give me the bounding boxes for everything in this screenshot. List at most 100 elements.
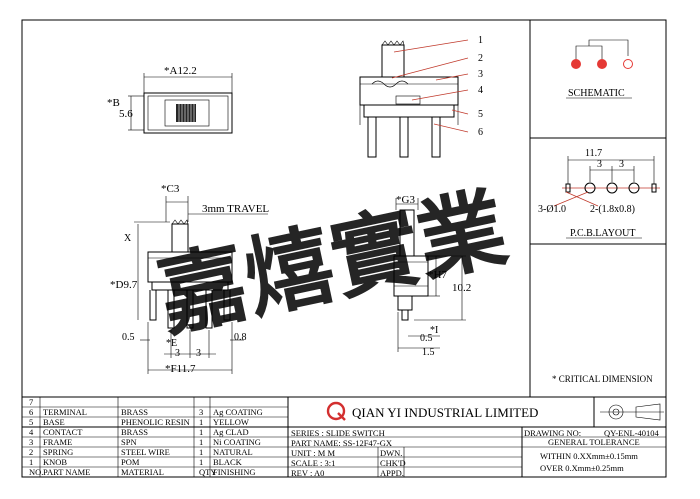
bom-cell-part: BASE — [43, 417, 65, 427]
front-view: *C3 3mm TRAVEL X *D9.7 0.5 0.8 *E 3 3 *F… — [110, 183, 269, 375]
appd-field: APPD. — [380, 468, 404, 478]
bom-cell-finishing: Ni COATING — [213, 437, 261, 447]
part-callout-1: 1 — [478, 35, 483, 46]
top-view: *A12.2 *B 5.6 — [107, 65, 233, 134]
company-logo — [326, 401, 346, 421]
bom-cell-material: PHENOLIC RESIN — [121, 417, 190, 427]
title-block — [22, 396, 666, 477]
dim-b-value: 5.6 — [119, 108, 133, 120]
company-name: QIAN YI INDUSTRIAL LIMITED — [352, 405, 538, 420]
pcb-slot-right — [651, 183, 657, 193]
schematic: SCHEMATIC — [566, 39, 633, 99]
dim-c-label: *C3 — [161, 183, 180, 195]
bom-cell-material: BRASS — [121, 407, 148, 417]
dim-left-05: 0.5 — [122, 332, 135, 343]
pcb-hole-3 — [628, 182, 640, 194]
outer-frame — [21, 19, 667, 478]
dwn-field: DWN. — [380, 448, 403, 458]
scale-field: SCALE : 3:1 — [291, 458, 336, 468]
bom-cell-no: 3 — [29, 437, 34, 447]
bom-cell-qty: 1 — [199, 427, 204, 437]
dim-h-label: *H7 — [428, 269, 447, 281]
dim-right-08: 0.8 — [234, 332, 247, 343]
pcb-title: P.C.B.LAYOUT — [570, 228, 635, 239]
part-name-field: PART NAME: SS-12F47-GX — [291, 438, 393, 448]
pcb-pitch-left: 3 — [597, 159, 602, 170]
drawing-no-label: DRAWING NO: — [524, 428, 582, 438]
bom-cell-no: 5 — [29, 417, 34, 427]
bom-header-material: MATERIAL — [121, 467, 164, 477]
pcb-layout: 11.7 3 3 3-Ø1.0 2-(1.8x0.8) P.C.B.LAYOUT — [538, 148, 660, 239]
bom-cell-material: POM — [121, 457, 140, 467]
side-view: 1 2 3 4 5 6 — [359, 35, 483, 158]
bom-cell-finishing: Ag COATING — [213, 407, 263, 417]
schematic-pin-1 — [571, 59, 581, 69]
dim-bottom-15: 1.5 — [422, 347, 435, 358]
bom-cell-qty: 1 — [199, 447, 204, 457]
general-tolerance: GENERAL TOLERANCE — [548, 437, 640, 447]
bom-header-finishing: FINISHING — [213, 467, 256, 477]
critical-dimension-note: * CRITICAL DIMENSION — [552, 374, 653, 384]
bom-cell-no: 6 — [29, 407, 34, 417]
chkd-field: CHK'D — [380, 458, 406, 468]
pcb-slot-left — [565, 183, 571, 193]
bom-cell-finishing: Ag CLAD — [213, 427, 249, 437]
dim-d-label: *D9.7 — [110, 279, 138, 291]
dim-a-label: *A12.2 — [164, 65, 197, 77]
pcb-hole-2 — [606, 182, 618, 194]
projection-symbol — [600, 403, 664, 421]
bom-cell-qty: 1 — [199, 417, 204, 427]
dim-i-value: 0.5 — [420, 333, 433, 344]
pcb-pitch-right: 3 — [619, 159, 624, 170]
pcb-slot-spec: 2-(1.8x0.8) — [590, 204, 635, 215]
bom-cell-part: TERMINAL — [43, 407, 87, 417]
series-field: SERIES : SLIDE SWITCH — [291, 428, 385, 438]
bom-header-qty: QTY — [199, 467, 217, 477]
bom-cell-no: 4 — [29, 427, 34, 437]
bom-cell-finishing: BLACK — [213, 457, 242, 467]
dim-h-value: 10.2 — [452, 282, 471, 294]
bom-cell-part: SPRING — [43, 447, 74, 457]
pcb-hole-spec: 3-Ø1.0 — [538, 204, 566, 215]
bom-header-no: NO. — [29, 467, 44, 477]
part-callout-6: 6 — [478, 127, 483, 138]
drawing-no-value: QY-ENL-40104 — [604, 428, 659, 438]
unit-field: UNIT : M M — [291, 448, 335, 458]
tolerance-within: WITHIN 0.XXmm±0.15mm — [540, 451, 638, 461]
bom-cell-finishing: NATURAL — [213, 447, 253, 457]
part-callout-3: 3 — [478, 69, 483, 80]
dim-e-3a: 3 — [175, 348, 180, 359]
bom-cell-qty: 3 — [199, 407, 204, 417]
dim-g-label: *G3 — [396, 194, 415, 206]
bom-cell-material: BRASS — [121, 427, 148, 437]
bom-cell-finishing: YELLOW — [213, 417, 249, 427]
pcb-hole-1 — [584, 182, 596, 194]
schematic-title: SCHEMATIC — [568, 88, 625, 99]
bom-cell-qty: 1 — [199, 437, 204, 447]
part-callout-5: 5 — [478, 109, 483, 120]
travel-label: 3mm TRAVEL — [202, 203, 269, 215]
bom-cell-no: 1 — [29, 457, 34, 467]
schematic-pin-2 — [597, 59, 607, 69]
bom-cell-part: FRAME — [43, 437, 73, 447]
dim-f-label: *F11.7 — [165, 363, 196, 375]
bom-cell-material: SPN — [121, 437, 137, 447]
dim-e-3b: 3 — [196, 348, 201, 359]
bom-cell-part: KNOB — [43, 457, 68, 467]
part-callout-2: 2 — [478, 53, 483, 64]
dim-b-star: *B — [107, 97, 120, 109]
end-view: *G3 *H7 10.2 *I 0.5 1.5 — [393, 194, 471, 358]
rev-field: REV : A0 — [291, 468, 325, 478]
schematic-pin-3 — [623, 59, 633, 69]
tolerance-over: OVER 0.Xmm±0.25mm — [540, 463, 624, 473]
bom-cell-material: STEEL WIRE — [121, 447, 170, 457]
pcb-width: 11.7 — [585, 148, 602, 159]
dim-i-label: *I — [430, 325, 438, 336]
dim-e-label: *E — [166, 338, 177, 349]
bom-header-part: PART NAME — [43, 467, 91, 477]
dim-x-label: X — [124, 233, 132, 244]
bom-cell-qty: 1 — [199, 457, 204, 467]
bom-cell-part: CONTACT — [43, 427, 83, 437]
